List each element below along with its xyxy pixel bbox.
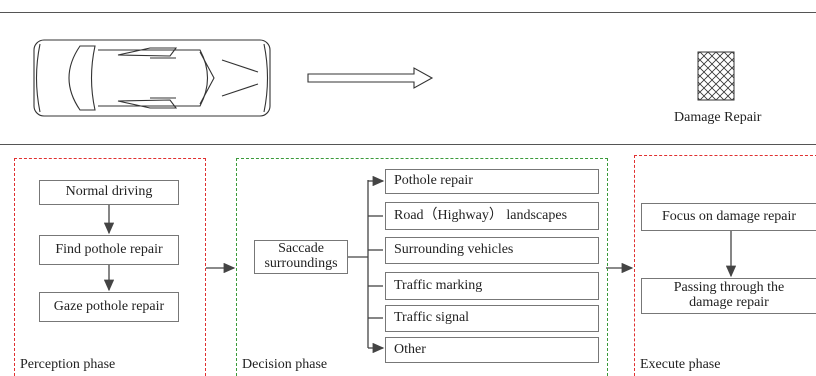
option-pothole-repair: Pothole repair bbox=[385, 169, 599, 194]
option-surrounding-vehicles: Surrounding vehicles bbox=[385, 237, 599, 264]
car-icon bbox=[33, 39, 271, 117]
decision-phase-frame bbox=[236, 158, 608, 376]
option-road-landscapes: Road（Highway） landscapes bbox=[385, 202, 599, 230]
step-gaze-pothole-repair: Gaze pothole repair bbox=[39, 292, 179, 322]
step-normal-driving: Normal driving bbox=[39, 180, 179, 205]
decision-phase-label: Decision phase bbox=[242, 357, 328, 372]
option-other: Other bbox=[385, 337, 599, 363]
middle-divider-line bbox=[0, 144, 816, 145]
damage-repair-patch-icon bbox=[697, 51, 735, 101]
damage-repair-label: Damage Repair bbox=[674, 110, 762, 125]
execute-phase-label: Execute phase bbox=[640, 357, 721, 372]
direction-arrow-icon bbox=[307, 67, 434, 89]
saccade-surroundings-box: Saccade surroundings bbox=[254, 240, 348, 274]
option-traffic-signal: Traffic signal bbox=[385, 305, 599, 332]
perception-phase-label: Perception phase bbox=[20, 357, 116, 372]
execute-phase-frame bbox=[634, 155, 816, 376]
step-find-pothole-repair: Find pothole repair bbox=[39, 235, 179, 265]
option-traffic-marking: Traffic marking bbox=[385, 272, 599, 300]
top-divider-line bbox=[0, 12, 816, 13]
step-focus-on-damage-repair: Focus on damage repair bbox=[641, 203, 816, 231]
step-passing-through-damage-repair: Passing through the damage repair bbox=[641, 278, 816, 314]
perception-phase-frame bbox=[14, 158, 206, 376]
